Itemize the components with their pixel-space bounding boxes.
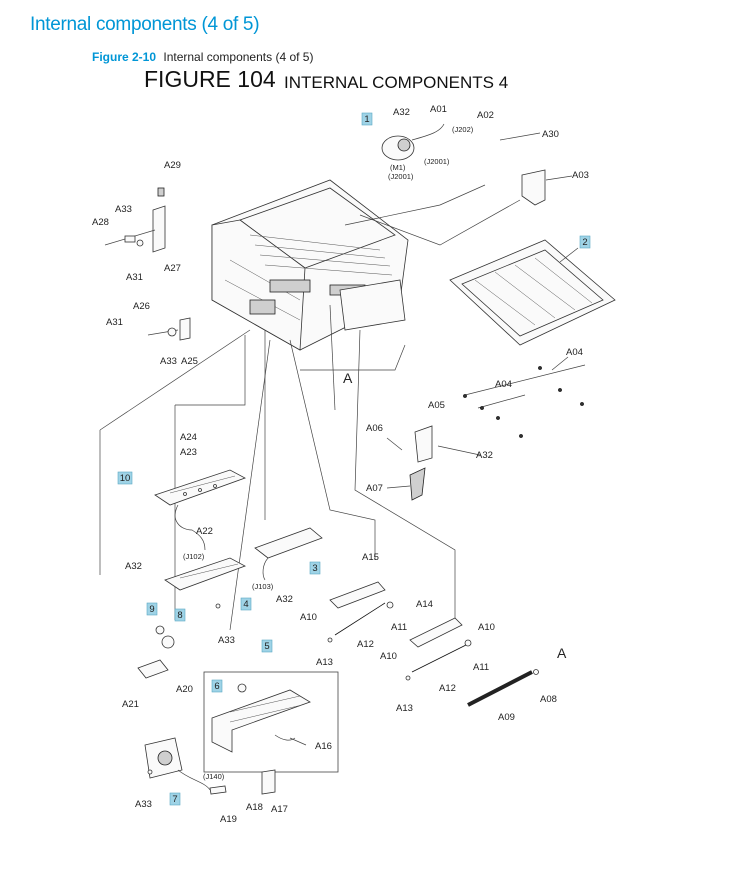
- callout-5: 5: [261, 639, 273, 653]
- label-a23: A23: [180, 447, 197, 458]
- gear-assembly-8-9: [137, 625, 175, 679]
- svg-text:1: 1: [364, 114, 369, 125]
- main-frame-assembly: [211, 179, 409, 351]
- label-a13-left: A13: [316, 657, 333, 668]
- label-a33-mid: A33: [160, 356, 177, 367]
- figure-number: Figure 2-10: [92, 50, 157, 64]
- label-a32-right: A32: [476, 450, 493, 461]
- connector-m1: (M1): [390, 163, 406, 172]
- figure-heading: FIGURE 104: [144, 66, 276, 92]
- label-a32-left: A32: [125, 561, 142, 572]
- label-a12-left: A12: [357, 639, 374, 650]
- ref-a-top: A: [343, 370, 353, 386]
- label-a19: A19: [220, 814, 237, 825]
- connector-j102: (J102): [183, 552, 205, 561]
- svg-text:9: 9: [149, 604, 154, 615]
- connector-j103: (J103): [252, 582, 274, 591]
- label-a04-right: A04: [566, 347, 583, 358]
- figure-caption: Figure 2-10 Internal components (4 of 5): [92, 50, 313, 64]
- connector-j2001-right: (J2001): [424, 157, 450, 166]
- connector-j140: (J140): [203, 772, 225, 781]
- label-a10-right: A10: [478, 622, 495, 633]
- label-a22: A22: [196, 526, 213, 537]
- callout-4: 4: [240, 597, 252, 611]
- label-a15: A15: [362, 552, 379, 563]
- svg-text:8: 8: [177, 610, 182, 621]
- label-a10-left: A10: [300, 612, 317, 623]
- figure-subheading: INTERNAL COMPONENTS 4: [284, 73, 509, 92]
- callout-7: 7: [169, 792, 181, 806]
- page-title: Internal components (4 of 5): [30, 14, 260, 35]
- rail-assembly-10: [154, 469, 246, 551]
- callout-10: 10: [117, 471, 133, 485]
- label-a11-right: A11: [473, 662, 489, 673]
- label-a20: A20: [176, 684, 193, 695]
- label-a01: A01: [430, 104, 447, 115]
- label-a18: A18: [246, 802, 263, 813]
- rail-assembly-4: [164, 557, 246, 609]
- roller-guide-a14: [405, 617, 472, 681]
- label-a27: A27: [164, 263, 181, 274]
- label-a32: A32: [393, 107, 410, 118]
- label-a04-mid: A04: [495, 379, 512, 390]
- label-a33-top: A33: [115, 204, 132, 215]
- label-a32-center: A32: [276, 594, 293, 605]
- svg-text:5: 5: [264, 641, 269, 652]
- svg-text:7: 7: [172, 794, 177, 805]
- label-a25: A25: [181, 356, 198, 367]
- label-a08: A08: [540, 694, 557, 705]
- figure-caption-text: Internal components (4 of 5): [163, 50, 314, 64]
- label-a02: A02: [477, 110, 494, 121]
- label-a30: A30: [542, 129, 559, 140]
- lever-a07: [409, 467, 426, 501]
- left-gear-assembly: [104, 187, 191, 341]
- feed-assembly-5: [211, 683, 311, 753]
- drive-assembly-7: [144, 737, 276, 795]
- label-a10-mid: A10: [380, 651, 397, 662]
- callout-1: 1: [361, 112, 373, 126]
- rail-assembly-3: [254, 527, 323, 581]
- motor-m1: [381, 123, 445, 161]
- label-a05: A05: [428, 400, 445, 411]
- ref-a-bottom: A: [557, 645, 567, 661]
- svg-text:6: 6: [214, 681, 219, 692]
- callout-8: 8: [174, 608, 186, 622]
- label-a31-top: A31: [126, 272, 143, 283]
- label-a33-lower: A33: [218, 635, 235, 646]
- label-a29: A29: [164, 160, 181, 171]
- label-a11-left: A11: [391, 622, 407, 633]
- label-a31-mid: A31: [106, 317, 123, 328]
- svg-text:2: 2: [582, 237, 587, 248]
- svg-text:4: 4: [243, 599, 248, 610]
- rods-a04: [463, 364, 586, 438]
- label-a26: A26: [133, 301, 150, 312]
- callout-2: 2: [579, 235, 591, 249]
- connector-j202: (J202): [452, 125, 474, 134]
- label-a03: A03: [572, 170, 589, 181]
- label-a17: A17: [271, 804, 288, 815]
- callout-9: 9: [146, 602, 158, 616]
- label-a28: A28: [92, 217, 109, 228]
- roller-guide-a15: [327, 581, 394, 643]
- svg-text:3: 3: [312, 563, 317, 574]
- label-a07: A07: [366, 483, 383, 494]
- label-a12-right: A12: [439, 683, 456, 694]
- svg-text:10: 10: [120, 473, 131, 484]
- callout-3: 3: [309, 561, 321, 575]
- label-a06: A06: [366, 423, 383, 434]
- cartridge-tray-frame: [449, 239, 616, 346]
- label-a21: A21: [122, 699, 139, 710]
- connector-j2001-left: (J2001): [388, 172, 414, 181]
- label-a14: A14: [416, 599, 433, 610]
- sensor-a05: [414, 425, 433, 463]
- label-a33-bottom: A33: [135, 799, 152, 810]
- label-a16: A16: [315, 741, 332, 752]
- label-a24: A24: [180, 432, 197, 443]
- roller-a09: [467, 669, 539, 707]
- label-a13-right: A13: [396, 703, 413, 714]
- callout-6: 6: [211, 679, 223, 693]
- label-a09: A09: [498, 712, 515, 723]
- bracket-a03: [521, 169, 546, 206]
